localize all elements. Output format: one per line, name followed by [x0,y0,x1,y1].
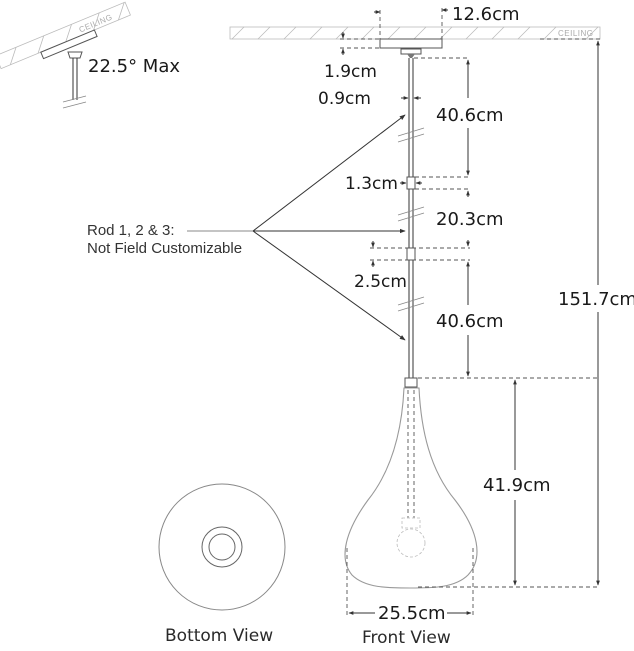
bulb [396,528,426,558]
front-view-caption: Front View [362,628,451,648]
canopy-width-label: 12.6cm [452,4,520,25]
canopy-height-label: 1.9cm [324,62,377,82]
shade-width-label: 25.5cm [378,603,446,624]
rod-diameter-label: 0.9cm [318,89,371,109]
coupler1-height-label: 1.3cm [345,174,398,194]
bottom-view-caption: Bottom View [165,626,273,646]
ceiling-label: CEILING [558,29,594,38]
shade-height-label: 41.9cm [483,475,551,496]
canopy-cap [400,48,422,55]
sloped-ceiling-label: CEILING [78,13,114,35]
coupler-1 [406,176,416,190]
stem-assembly: 0.9cm 40.6cm 1.3cm 20.3cm 2.5cm 40.6cm [318,57,504,378]
swivel-joint [67,51,83,59]
bulb-socket [401,517,421,529]
coupler2-height-label: 2.5cm [354,272,407,292]
bottom-view: Bottom View [158,483,286,646]
canopy: 12.6cm 1.9cm [324,4,520,82]
overall-height-label: 151.7cm [558,289,634,310]
rod1-length-label: 40.6cm [436,105,504,126]
shade-socket-cap [404,377,418,388]
rod-note: Rod 1, 2 & 3: Not Field Customizable [87,114,406,341]
sloped-canopy [40,29,98,60]
sloped-ceiling-inset: CEILING 22.5° Max [0,1,180,109]
bottom-view-inner-circle [208,533,236,561]
rod-note-line2: Not Field Customizable [87,240,242,257]
rod3-length-label: 40.6cm [436,311,504,332]
shade-outline [344,387,478,589]
bottom-view-outer-circle [158,483,286,611]
rod2-length-label: 20.3cm [436,209,504,230]
front-view-shade: 41.9cm 151.7cm 25.5cm Front View [344,38,634,648]
bottom-view-ring [201,526,243,568]
rod-note-line1: Rod 1, 2 & 3: [87,222,175,239]
slope-angle-label: 22.5° Max [88,56,180,77]
canopy-plate [379,38,443,49]
coupler-2 [406,247,416,261]
ceiling: CEILING [229,26,601,40]
